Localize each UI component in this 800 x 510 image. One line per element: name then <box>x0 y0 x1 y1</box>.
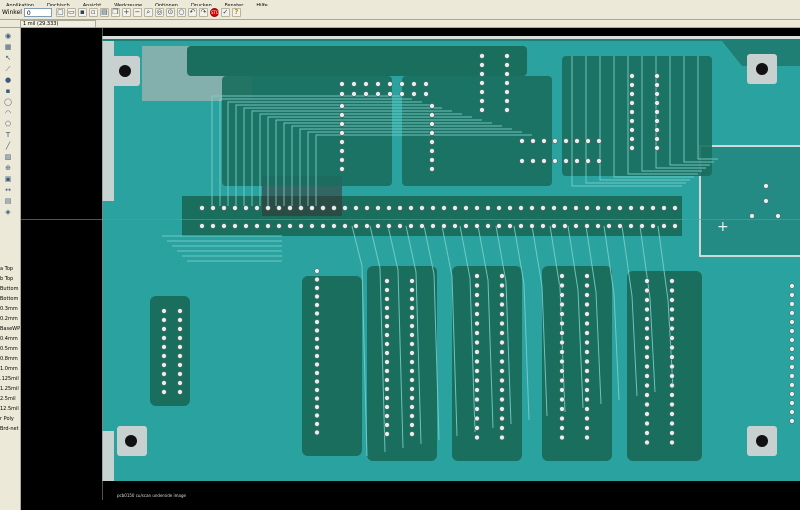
undo-icon[interactable]: ↶ <box>187 8 197 17</box>
layer-item[interactable]: .125mil <box>0 376 19 382</box>
layer-item[interactable]: r Poly <box>0 416 14 422</box>
layer-item[interactable]: 0.3mm <box>0 306 18 312</box>
menu-hilfe[interactable]: Hilfe <box>256 3 268 7</box>
zoom-board-icon[interactable]: ⊙ <box>165 8 175 17</box>
menu-dochisch[interactable]: Dochisch <box>47 3 70 7</box>
status-bar: 1 mil (29.333) <box>0 20 800 28</box>
photo-icon[interactable]: ▣ <box>4 175 12 183</box>
bottom-bar <box>21 500 800 510</box>
help-icon[interactable]: ? <box>231 8 241 17</box>
new-icon[interactable]: ▢ <box>55 8 65 17</box>
layer-item[interactable]: 1.25mil <box>0 386 19 392</box>
menu-fenster[interactable]: Fenster <box>224 3 244 7</box>
pointer-icon[interactable]: ↖ <box>5 54 11 62</box>
polygon-icon[interactable]: ⬠ <box>4 120 12 128</box>
open-icon[interactable]: ▭ <box>66 8 76 17</box>
layer-item[interactable]: 0.4mm <box>0 336 18 342</box>
pad-icon[interactable]: ● <box>4 76 12 84</box>
layer-item[interactable]: 2.5mil <box>0 396 16 402</box>
zoom-out-icon[interactable]: − <box>132 8 142 17</box>
grid-icon[interactable]: ▦ <box>4 43 12 51</box>
save-icon[interactable]: ▪ <box>77 8 87 17</box>
winkel-label: Winkel <box>2 9 22 16</box>
menu-drucken[interactable]: Drucken <box>190 3 212 7</box>
save-as-icon[interactable]: ▫ <box>88 8 98 17</box>
zoom-prev-icon[interactable]: ○ <box>176 8 186 17</box>
redo-icon[interactable]: ↷ <box>198 8 208 17</box>
layer-icon[interactable]: ◈ <box>5 208 11 216</box>
layer-item[interactable]: Buttom <box>0 286 19 292</box>
image-caption: pcb0150 cu/scan underside image <box>117 493 186 498</box>
via-icon[interactable]: ⊕ <box>5 164 11 172</box>
coordinates-readout: 1 mil (29.333) <box>20 20 96 28</box>
zone-icon[interactable]: ▨ <box>4 153 12 161</box>
color-icon[interactable]: ▤ <box>4 197 12 205</box>
layer-item[interactable]: 12.5mil <box>0 406 19 412</box>
smd-icon[interactable]: ▪ <box>5 87 11 95</box>
pcb-board-image: + <box>102 36 800 481</box>
toolbar: Winkel 0 ▢▭▪▫▤❐+−⌕◎⊙○↶↷STOP✓? <box>0 6 800 20</box>
arc-icon[interactable]: ◠ <box>4 109 12 117</box>
menu-ansicht[interactable]: Ansicht <box>82 3 102 7</box>
layer-item[interactable]: a Top <box>0 266 14 272</box>
track-icon[interactable]: ⟋ <box>5 65 11 73</box>
layer-item[interactable]: 0.8mm <box>0 356 18 362</box>
copy-icon[interactable]: ❐ <box>110 8 120 17</box>
layer-item[interactable]: b Top <box>0 276 14 282</box>
layer-item[interactable]: 0.2mm <box>0 316 18 322</box>
crosshair-horizontal <box>21 219 800 220</box>
layer-item[interactable]: 0.5mm <box>0 346 18 352</box>
zoom-in-icon[interactable]: + <box>121 8 131 17</box>
crosshair-vertical <box>102 28 103 500</box>
print-icon[interactable]: ▤ <box>99 8 109 17</box>
text-icon[interactable]: T <box>5 131 11 139</box>
layer-item[interactable]: BaseWP <box>0 326 21 332</box>
layer-item[interactable]: 1.0mm <box>0 366 18 372</box>
layer-item[interactable]: Bottom <box>0 296 19 302</box>
zoom-fit-icon[interactable]: ◎ <box>154 8 164 17</box>
zoom-window-icon[interactable]: ⌕ <box>143 8 153 17</box>
menu-werkzeuge[interactable]: Werkzeuge <box>114 3 143 7</box>
menu-applikation[interactable]: Applikation <box>6 3 34 7</box>
layout-canvas[interactable]: + pcb0150 cu/scan underside image <box>21 28 800 500</box>
eye-icon[interactable]: ◉ <box>4 32 12 40</box>
measure-icon[interactable]: ↔ <box>5 186 11 194</box>
menu-optionen[interactable]: Optionen <box>155 3 178 7</box>
stop-icon[interactable]: STOP <box>209 8 222 17</box>
winkel-select[interactable]: 0 <box>23 8 52 17</box>
line-icon[interactable]: ╱ <box>5 142 11 150</box>
check-icon[interactable]: ✓ <box>220 8 230 17</box>
svg-text:+: + <box>717 219 729 235</box>
layer-item[interactable]: Brd-net <box>0 426 19 432</box>
circle-icon[interactable]: ◯ <box>4 98 12 106</box>
